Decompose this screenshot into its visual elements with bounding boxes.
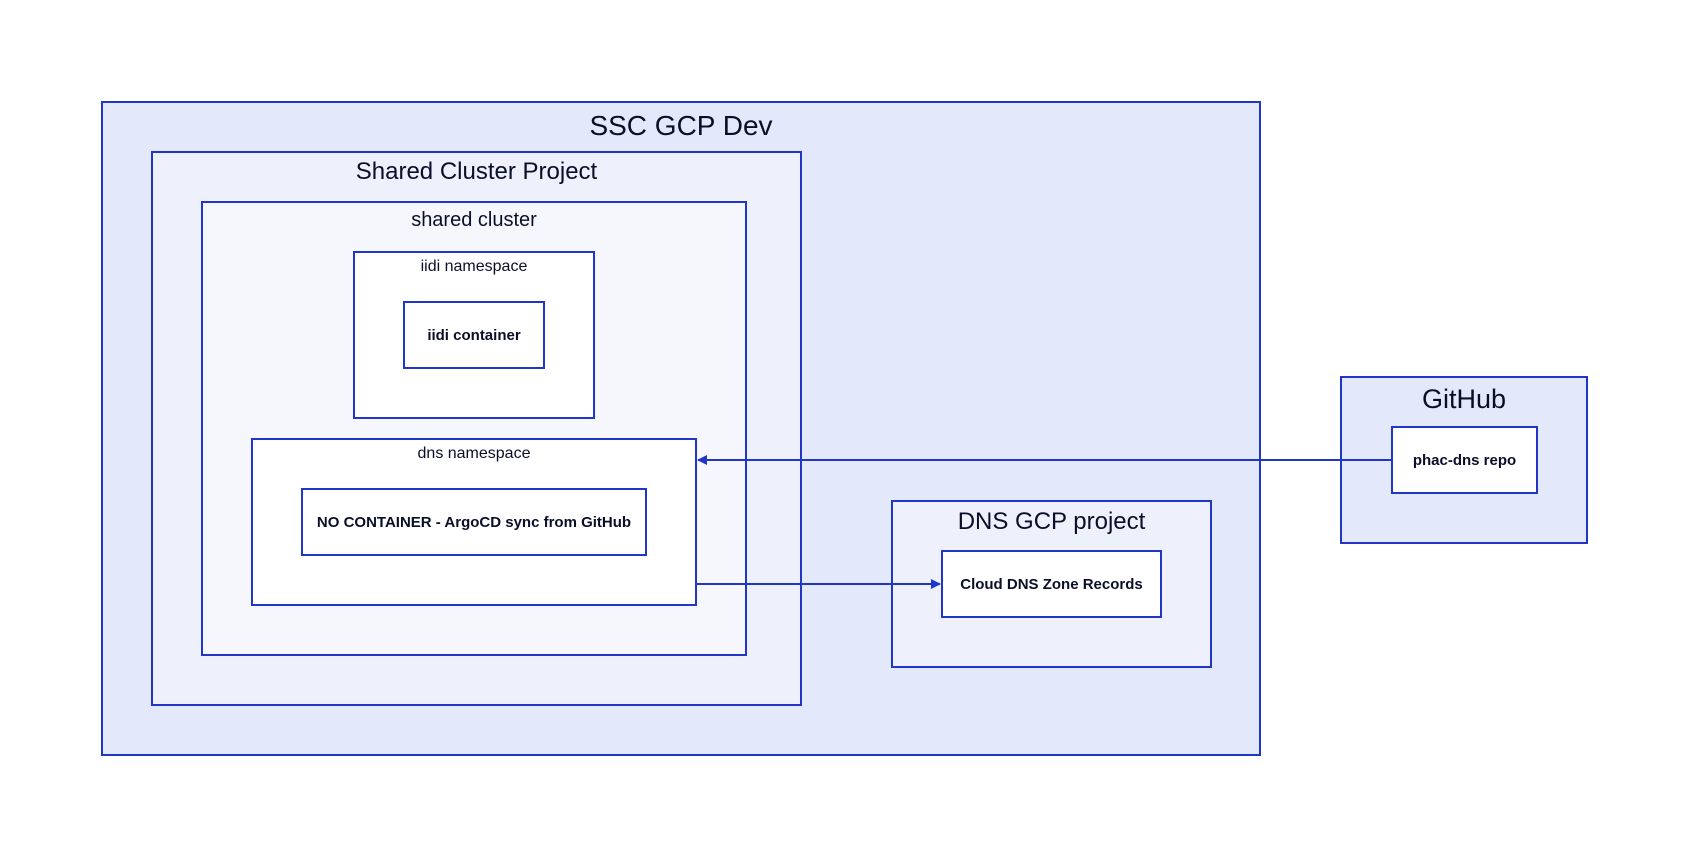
phac-dns-repo-label: phac-dns repo — [1412, 451, 1517, 469]
shared-cluster-project-title: Shared Cluster Project — [355, 158, 598, 185]
iidi-namespace-title: iidi namespace — [420, 258, 528, 275]
iidi-namespace-group: iidi namespace — [353, 251, 595, 419]
github-title: GitHub — [1421, 384, 1507, 414]
dns-namespace-title: dns namespace — [417, 445, 531, 462]
no-container-label: NO CONTAINER - ArgoCD sync from GitHub — [316, 513, 632, 531]
iidi-container-label: iidi container — [427, 326, 521, 344]
dns-gcp-project-title: DNS GCP project — [957, 508, 1146, 535]
cloud-dns-zone-records-node[interactable]: Cloud DNS Zone Records — [941, 550, 1162, 618]
cloud-dns-zone-records-label: Cloud DNS Zone Records — [960, 575, 1143, 593]
shared-cluster-title: shared cluster — [411, 209, 537, 231]
ssc-gcp-dev-title: SSC GCP Dev — [589, 110, 773, 141]
iidi-container-node[interactable]: iidi container — [403, 301, 545, 369]
phac-dns-repo-node[interactable]: phac-dns repo — [1391, 426, 1538, 494]
no-container-node[interactable]: NO CONTAINER - ArgoCD sync from GitHub — [301, 488, 647, 556]
